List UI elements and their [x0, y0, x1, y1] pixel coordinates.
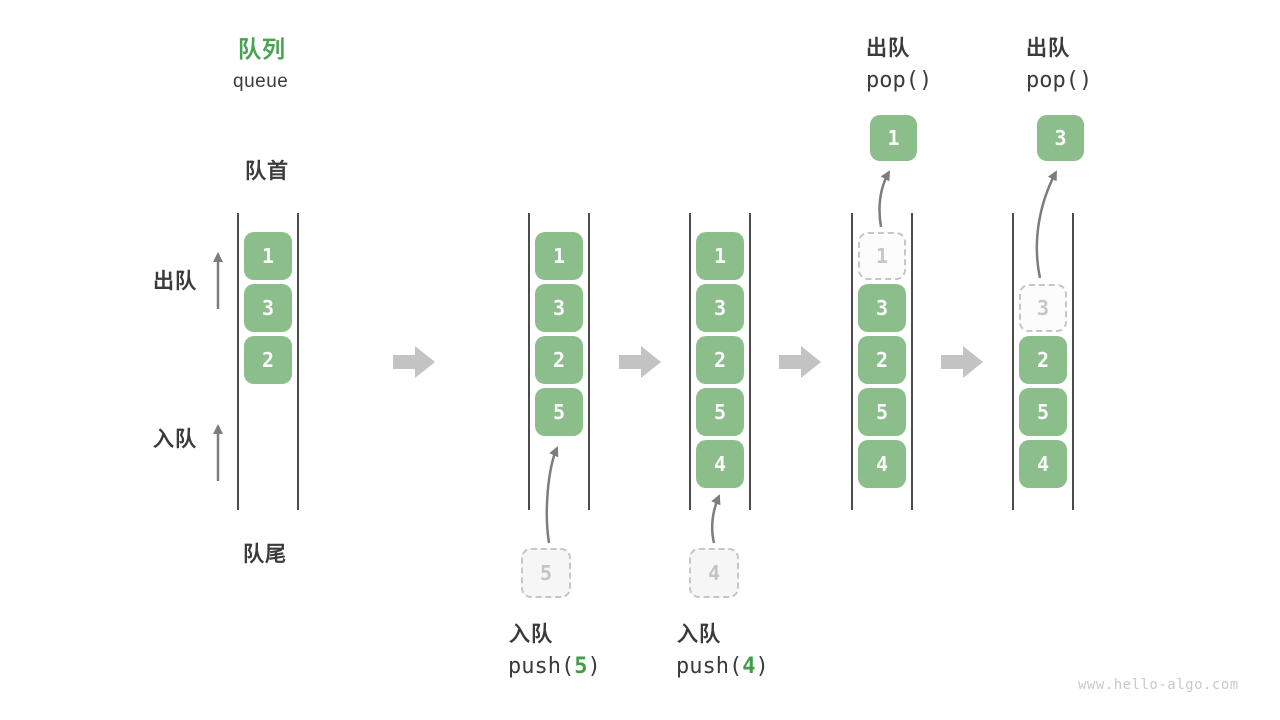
queue-wall — [749, 213, 751, 510]
queue-cell-removed: 1 — [858, 232, 906, 280]
push5-code-prefix: push( — [508, 654, 575, 679]
queue-state-initial: 1 3 2 — [237, 213, 299, 510]
queue-cell: 3 — [696, 284, 744, 332]
page-subtitle: queue — [233, 71, 289, 92]
queue-cell: 3 — [535, 284, 583, 332]
front-label: 队首 — [245, 160, 289, 183]
queue-cell-removed: 3 — [1019, 284, 1067, 332]
queue-wall — [1012, 213, 1014, 510]
push4-code: push(4) — [676, 654, 769, 679]
queue-cell: 1 — [696, 232, 744, 280]
pop3-label: 出队 — [1026, 37, 1070, 60]
popped-cell-3: 3 — [1037, 115, 1084, 161]
rear-label: 队尾 — [243, 543, 287, 566]
queue-cell: 4 — [696, 440, 744, 488]
push5-code-arg: 5 — [574, 654, 588, 679]
pop1-code: pop() — [866, 68, 933, 93]
queue-cell: 1 — [244, 232, 292, 280]
pop3-code: pop() — [1026, 68, 1093, 93]
queue-wall — [297, 213, 299, 510]
push4-code-arg: 4 — [742, 654, 756, 679]
queue-cell: 3 — [244, 284, 292, 332]
push4-code-prefix: push( — [676, 654, 743, 679]
queue-wall — [237, 213, 239, 510]
push5-code-suffix: ) — [587, 654, 601, 679]
queue-state-after-pop-1: 1 3 2 5 4 — [851, 213, 913, 510]
push5-code: push(5) — [508, 654, 601, 679]
queue-cell: 2 — [1019, 336, 1067, 384]
right-arrow-icon — [619, 346, 661, 378]
queue-state-after-push-5: 1 3 2 5 — [528, 213, 590, 510]
queue-wall — [911, 213, 913, 510]
queue-cell: 2 — [535, 336, 583, 384]
watermark: www.hello-algo.com — [1078, 677, 1239, 693]
queue-wall — [1072, 213, 1074, 510]
queue-cell: 2 — [244, 336, 292, 384]
queue-cell: 5 — [858, 388, 906, 436]
push5-label: 入队 — [509, 623, 553, 646]
queue-state-after-pop-3: 3 2 5 4 — [1012, 213, 1074, 510]
pop1-label: 出队 — [866, 37, 910, 60]
queue-wall — [689, 213, 691, 510]
queue-cell: 5 — [535, 388, 583, 436]
queue-cell: 3 — [858, 284, 906, 332]
dequeue-side-label: 出队 — [153, 270, 197, 293]
queue-wall — [528, 213, 530, 510]
queue-cell: 5 — [696, 388, 744, 436]
queue-cell: 1 — [535, 232, 583, 280]
queue-cell: 4 — [1019, 440, 1067, 488]
right-arrow-icon — [941, 346, 983, 378]
queue-cell: 2 — [858, 336, 906, 384]
popped-cell-1: 1 — [870, 115, 917, 161]
right-arrow-icon — [779, 346, 821, 378]
push4-code-suffix: ) — [755, 654, 769, 679]
push4-label: 入队 — [677, 623, 721, 646]
right-arrow-icon — [393, 346, 435, 378]
enqueue-side-label: 入队 — [153, 428, 197, 451]
staged-cell-push-4: 4 — [689, 548, 739, 598]
queue-cell: 2 — [696, 336, 744, 384]
queue-state-after-push-4: 1 3 2 5 4 — [689, 213, 751, 510]
queue-cell: 4 — [858, 440, 906, 488]
queue-wall — [851, 213, 853, 510]
queue-cell: 5 — [1019, 388, 1067, 436]
staged-cell-push-5: 5 — [521, 548, 571, 598]
page-title: 队列 — [238, 36, 286, 62]
queue-wall — [588, 213, 590, 510]
